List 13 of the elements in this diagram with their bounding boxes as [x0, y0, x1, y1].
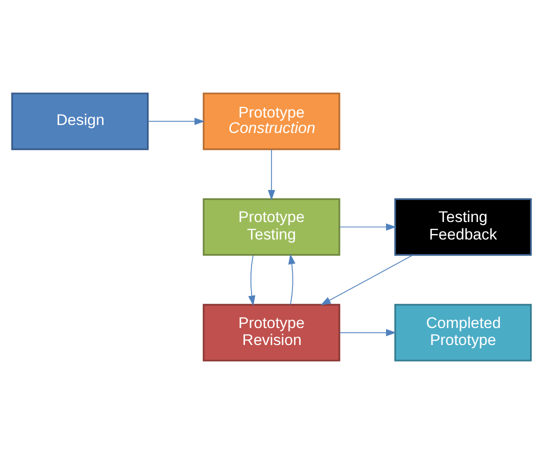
arrow [148, 117, 205, 124]
arrow [339, 222, 396, 230]
arrow [320, 254, 414, 305]
node-box: Completed Prototype [394, 303, 532, 361]
node-box: Prototype Revision [202, 303, 340, 361]
arrow [268, 148, 276, 200]
arrow [248, 254, 256, 306]
node-box: Design [11, 92, 149, 150]
arrow [339, 328, 396, 336]
node-box: Testing Feedback [394, 198, 532, 256]
node-box: Prototype Testing [202, 198, 340, 256]
node-box: Prototype Construction [202, 92, 340, 150]
arrow [288, 253, 296, 305]
